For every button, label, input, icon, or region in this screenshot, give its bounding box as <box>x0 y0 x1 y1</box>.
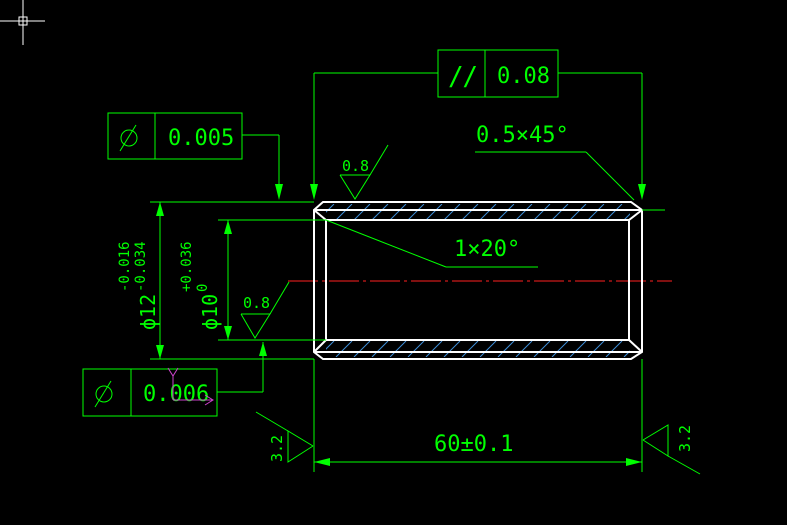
chamfer-outer-callout: 0.5×45° <box>475 123 665 211</box>
hatch-line <box>623 350 630 357</box>
roughness-left: 3.2 <box>268 435 286 462</box>
roughness-top-symbol: 0.8 <box>339 144 389 200</box>
hatch-line <box>479 341 497 357</box>
inner-diameter-dim: ϕ10 +0.036 0 <box>179 219 326 341</box>
hatch-upper <box>326 204 658 220</box>
roughness-right-symbol: 3.2 <box>642 424 701 475</box>
parallelism-frame: // 0.08 <box>310 49 646 200</box>
hatch-line <box>353 204 371 220</box>
hatch-line <box>461 341 479 357</box>
hatch-line <box>587 204 605 220</box>
hatch-line <box>515 204 533 220</box>
ucs-icon <box>167 367 214 406</box>
length-dim: 60±0.1 <box>313 359 643 472</box>
outer-tol-upper: -0.016 <box>117 241 133 292</box>
circular-runout-icon <box>94 380 113 408</box>
hatch-lower <box>326 341 658 357</box>
parallelism-symbol: // <box>448 62 478 92</box>
hatch-line <box>533 204 551 220</box>
roughness-left-symbol: 3.2 <box>255 411 314 463</box>
hatch-line <box>425 341 443 357</box>
crosshair-cursor-icon <box>0 0 45 45</box>
chamfer-inner: 1×20° <box>454 237 520 262</box>
hatch-line <box>335 341 353 357</box>
hatch-line <box>497 204 515 220</box>
hatch-line <box>569 341 587 357</box>
roughness-right: 3.2 <box>676 425 694 452</box>
hatch-line <box>605 204 623 220</box>
hatch-line <box>533 341 551 357</box>
hatch-line <box>443 204 461 220</box>
hatch-line <box>551 341 569 357</box>
outer-diameter-dim: ϕ12 -0.016 -0.034 <box>117 201 314 360</box>
circular-runout-icon <box>119 124 138 152</box>
hatch-line <box>353 341 371 357</box>
part-outline <box>313 201 643 360</box>
hatch-line <box>461 204 479 220</box>
outer-tol-lower: -0.034 <box>133 241 149 292</box>
parallelism-value: 0.08 <box>497 64 550 89</box>
hatch-line <box>407 204 425 220</box>
chamfer-inner-callout: 1×20° <box>325 219 538 268</box>
runout-bottom-value: 0.006 <box>143 382 209 407</box>
inner-tol-lower: 0 <box>195 284 211 292</box>
hatch-line <box>371 341 389 357</box>
hatch-line <box>389 204 407 220</box>
hatch-line <box>407 341 425 357</box>
hatch-line <box>605 341 623 357</box>
hatch-line <box>389 341 407 357</box>
hatch-line <box>425 204 443 220</box>
runout-top-frame: 0.005 <box>107 112 283 200</box>
roughness-inner-symbol: 0.8 <box>240 281 290 339</box>
hatch-line <box>642 204 658 220</box>
hatch-line <box>569 204 587 220</box>
hatch-line <box>326 204 335 213</box>
hatch-line <box>623 213 630 220</box>
inner-diameter: ϕ10 <box>198 294 222 330</box>
hatch-line <box>335 204 353 220</box>
length-dim-text: 60±0.1 <box>434 432 513 457</box>
chamfer-outer: 0.5×45° <box>476 123 569 148</box>
runout-bottom-frame: 0.006 <box>82 342 267 417</box>
hatch-line <box>551 204 569 220</box>
hatch-line <box>443 341 461 357</box>
inner-tol-upper: +0.036 <box>179 241 195 292</box>
hatch-line <box>515 341 533 357</box>
roughness-inner: 0.8 <box>243 294 270 312</box>
outer-diameter: ϕ12 <box>136 294 160 330</box>
hatch-line <box>326 341 335 350</box>
hatch-line <box>642 341 658 357</box>
roughness-top: 0.8 <box>342 157 369 175</box>
hatch-line <box>587 341 605 357</box>
hatch-line <box>479 204 497 220</box>
hatch-line <box>497 341 515 357</box>
hatch-line <box>371 204 389 220</box>
runout-top-value: 0.005 <box>168 126 234 151</box>
